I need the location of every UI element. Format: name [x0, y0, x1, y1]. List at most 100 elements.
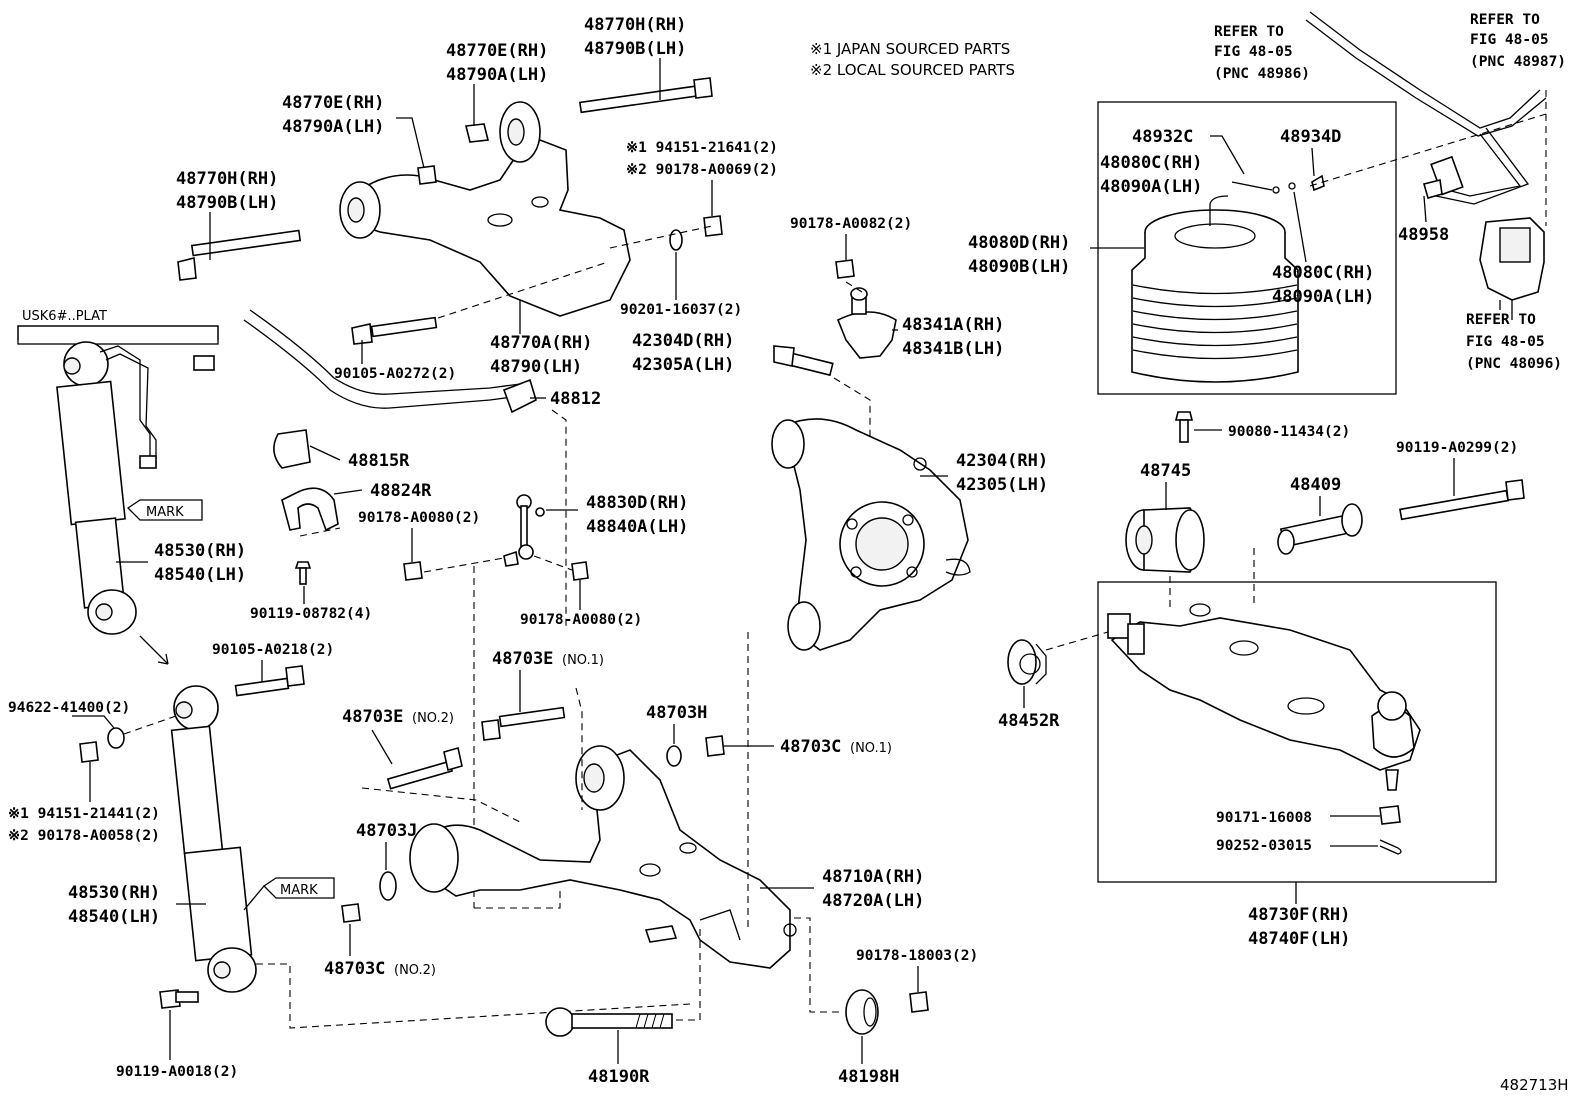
label-94151-21641[interactable]: ※1 94151-21641(2)	[626, 140, 778, 156]
label-48730f-rh[interactable]: 48730F(RH)	[1248, 905, 1350, 925]
label-48703c-no1[interactable]: 48703C	[780, 737, 841, 757]
label-48703j[interactable]: 48703J	[356, 821, 417, 841]
label-90119-a0299[interactable]: 90119-A0299(2)	[1396, 440, 1518, 456]
label-48790a-lh-b[interactable]: 48790A(LH)	[282, 117, 384, 137]
bolt-90105-a0272	[351, 316, 438, 345]
label-48745[interactable]: 48745	[1140, 461, 1191, 481]
label-48080c-rh-a[interactable]: 48080C(RH)	[1100, 153, 1202, 173]
label-48703c-no2[interactable]: 48703C	[324, 959, 385, 979]
label-48703e-no2[interactable]: 48703E	[342, 707, 403, 727]
label-42304-rh[interactable]: 42304(RH)	[956, 451, 1048, 471]
label-48530-rh-a[interactable]: 48530(RH)	[154, 541, 246, 561]
label-48710a-rh[interactable]: 48710A(RH)	[822, 867, 924, 887]
leader-48934d	[1311, 147, 1315, 177]
label-42304d-rh[interactable]: 42304D(RH)	[632, 331, 734, 351]
label-48198h[interactable]: 48198H	[838, 1067, 899, 1087]
leader-link-dash-2	[533, 555, 573, 571]
bolt-48409	[1277, 503, 1363, 555]
label-90252-03015[interactable]: 90252-03015	[1216, 838, 1312, 854]
label-90201-16037[interactable]: 90201-16037(2)	[620, 302, 742, 318]
stabilizer-bar	[243, 309, 521, 409]
label-48770a-rh[interactable]: 48770A(RH)	[490, 333, 592, 353]
nut-90178-a0082	[835, 259, 855, 279]
stud-lower	[644, 925, 678, 943]
air-spring	[1131, 195, 1299, 383]
label-48341b-lh[interactable]: 48341B(LH)	[902, 339, 1004, 359]
label-48703e-no1[interactable]: 48703E	[492, 649, 553, 669]
label-48720a-lh[interactable]: 48720A(LH)	[822, 891, 924, 911]
label-48409[interactable]: 48409	[1290, 475, 1341, 495]
label-94622-41400[interactable]: 94622-41400(2)	[8, 700, 130, 716]
label-48770e-rh-b[interactable]: 48770E(RH)	[282, 93, 384, 113]
label-90080-11434[interactable]: 90080-11434(2)	[1228, 424, 1350, 440]
refer-fig-48987[interactable]: REFER TO FIG 48-05 (PNC 48987)	[1470, 12, 1566, 70]
label-48840a-lh[interactable]: 48840A(LH)	[586, 517, 688, 537]
label-48530-rh-b[interactable]: 48530(RH)	[68, 883, 160, 903]
bracket-48812	[502, 378, 537, 414]
svg-text:FIG 48-05: FIG 48-05	[1214, 44, 1293, 60]
label-48703h[interactable]: 48703H	[646, 703, 707, 723]
label-90178-18003[interactable]: 90178-18003(2)	[856, 948, 978, 964]
label-48452r[interactable]: 48452R	[998, 711, 1060, 731]
label-48341a-rh[interactable]: 48341A(RH)	[902, 315, 1004, 335]
height-sensor	[1479, 217, 1545, 320]
label-48790-lh[interactable]: 48790(LH)	[490, 357, 582, 377]
label-48540-lh-a[interactable]: 48540(LH)	[154, 565, 246, 585]
label-48824r[interactable]: 48824R	[370, 481, 432, 501]
label-90119-a0018[interactable]: 90119-A0018(2)	[116, 1064, 238, 1080]
label-48815r[interactable]: 48815R	[348, 451, 410, 471]
steering-knuckle	[771, 418, 971, 651]
leader-48958	[1423, 195, 1427, 223]
label-94151-21441[interactable]: ※1 94151-21441(2)	[8, 806, 160, 822]
bolt-48703e-no2	[386, 746, 463, 790]
label-48540-lh-b[interactable]: 48540(LH)	[68, 907, 160, 927]
leader-cam-dash	[676, 928, 701, 1021]
label-48090b-lh[interactable]: 48090B(LH)	[968, 257, 1070, 277]
leader-48080c-a	[1231, 181, 1273, 191]
label-48958[interactable]: 48958	[1398, 225, 1449, 245]
label-42305a-lh[interactable]: 42305A(LH)	[632, 355, 734, 375]
ball-joint-48341	[836, 287, 897, 359]
label-90178-a0069[interactable]: ※2 90178-A0069(2)	[626, 162, 778, 178]
label-48770e-rh-a[interactable]: 48770E(RH)	[446, 41, 548, 61]
label-90119-08782[interactable]: 90119-08782(4)	[250, 606, 372, 622]
label-42305-lh[interactable]: 42305(LH)	[956, 475, 1048, 495]
label-48740f-lh[interactable]: 48740F(LH)	[1248, 929, 1350, 949]
label-90178-a0080-a[interactable]: 90178-A0080(2)	[358, 510, 480, 526]
label-48932c[interactable]: 48932C	[1132, 127, 1193, 147]
label-48703e-no2-suffix: (NO.2)	[412, 711, 454, 726]
svg-text:(PNC 48096): (PNC 48096)	[1466, 356, 1562, 372]
label-90105-a0218[interactable]: 90105-A0218(2)	[212, 642, 334, 658]
label-48080d-rh[interactable]: 48080D(RH)	[968, 233, 1070, 253]
label-48790a-lh-a[interactable]: 48790A(LH)	[446, 65, 548, 85]
bracket-48824r	[281, 487, 339, 532]
label-90178-a0082[interactable]: 90178-A0082(2)	[790, 216, 912, 232]
label-90178-a0058[interactable]: ※2 90178-A0058(2)	[8, 828, 160, 844]
cam-48198h	[845, 989, 879, 1035]
label-48190r[interactable]: 48190R	[588, 1067, 650, 1087]
label-48790b-lh-top[interactable]: 48790B(LH)	[584, 39, 686, 59]
svg-text:(PNC 48986): (PNC 48986)	[1214, 66, 1310, 82]
label-90105-a0272[interactable]: 90105-A0272(2)	[334, 366, 456, 382]
leader-42304d-dash	[833, 377, 871, 460]
clip-48958	[1423, 179, 1443, 199]
label-48080c-rh-b[interactable]: 48080C(RH)	[1272, 263, 1374, 283]
leader-ball-dash	[845, 281, 863, 293]
label-48770h-rh-top[interactable]: 48770H(RH)	[584, 15, 686, 35]
refer-fig-48986[interactable]: REFER TO FIG 48-05 (PNC 48986)	[1214, 24, 1310, 82]
label-48790b-lh-left[interactable]: 48790B(LH)	[176, 193, 278, 213]
label-48934d[interactable]: 48934D	[1280, 127, 1341, 147]
refer-fig-48096[interactable]: REFER TO FIG 48-05 (PNC 48096)	[1466, 312, 1562, 372]
label-48770h-rh-left[interactable]: 48770H(RH)	[176, 169, 278, 189]
mark-tag-1: MARK	[126, 499, 203, 521]
label-90178-a0080-b[interactable]: 90178-A0080(2)	[520, 612, 642, 628]
label-48090a-lh-a[interactable]: 48090A(LH)	[1100, 177, 1202, 197]
label-48812[interactable]: 48812	[550, 389, 601, 409]
leader-lower-dash-4	[474, 886, 561, 909]
bolt-90080-11434	[1174, 411, 1194, 443]
label-90171-16008[interactable]: 90171-16008	[1216, 810, 1312, 826]
clip-48934d	[1311, 174, 1325, 192]
nut-90178-18003	[909, 991, 929, 1013]
label-48090a-lh-b[interactable]: 48090A(LH)	[1272, 287, 1374, 307]
label-48830d-rh[interactable]: 48830D(RH)	[586, 493, 688, 513]
